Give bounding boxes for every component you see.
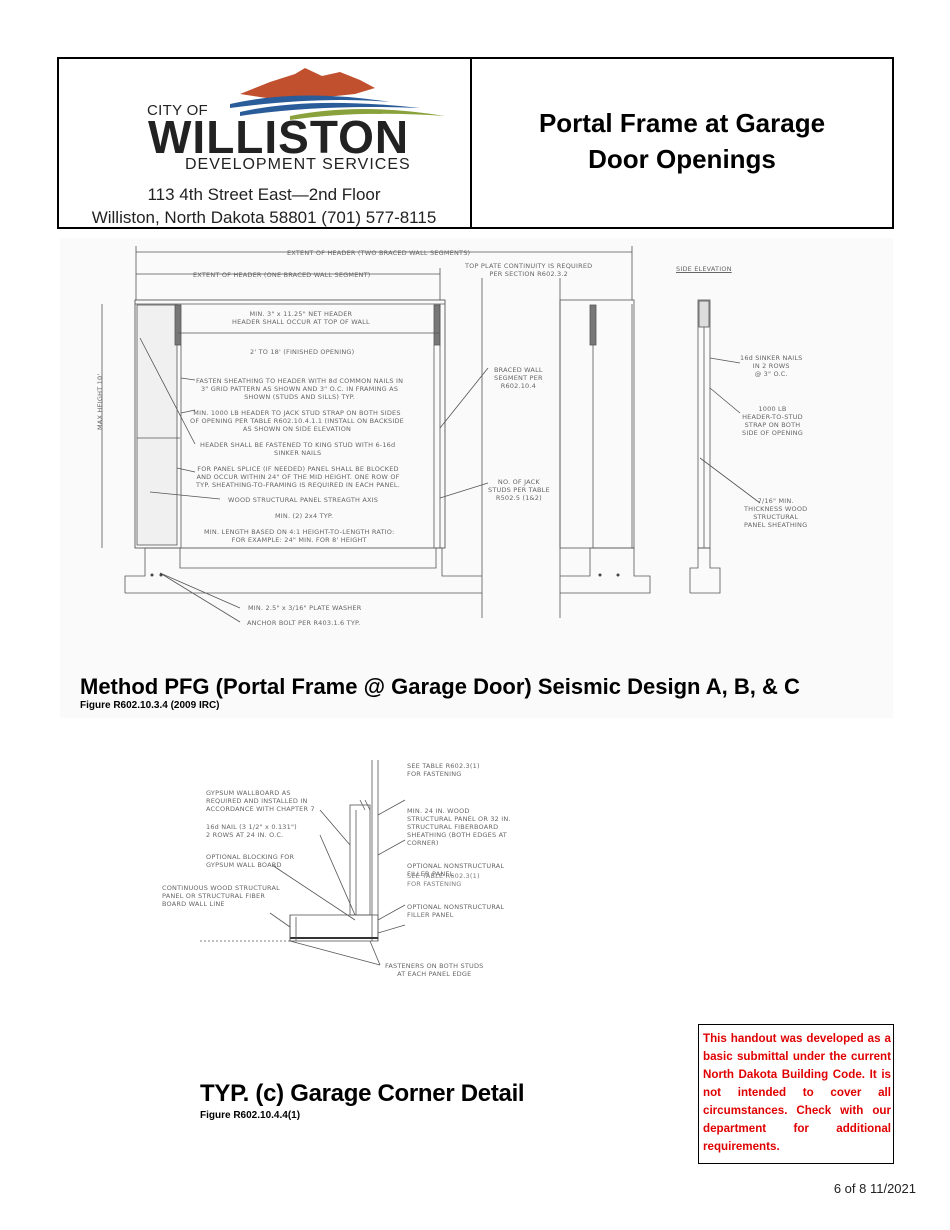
- label-jack-studs: NO. OF JACK STUDS PER TABLE R502.5 (1&2): [488, 478, 550, 502]
- label-strap: 1000 LB HEADER-TO-STUD STRAP ON BOTH SID…: [742, 405, 803, 437]
- label-opening: 2' TO 18' (FINISHED OPENING): [250, 348, 355, 356]
- label-gypsum: GYPSUM WALLBOARD AS REQUIRED AND INSTALL…: [206, 789, 315, 813]
- label-min-length: MIN. LENGTH BASED ON 4:1 HEIGHT-TO-LENGT…: [204, 528, 395, 544]
- garage-corner-drawing: [200, 760, 406, 966]
- label-panel-splice: FOR PANEL SPLICE (IF NEEDED) PANEL SHALL…: [196, 465, 401, 489]
- mountain-logo-icon: [230, 68, 445, 120]
- label-16d-nail: 16d NAIL (3 1/2" x 0.131") 2 ROWS AT 24 …: [206, 823, 297, 839]
- label-extent-two: EXTENT OF HEADER (TWO BRACED WALL SEGMEN…: [287, 249, 471, 257]
- label-fasteners: FASTENERS ON BOTH STUDS AT EACH PANEL ED…: [385, 962, 484, 978]
- notice-text: This handout was developed as a basic su…: [703, 1032, 891, 1153]
- figure2-title: TYP. (c) Garage Corner Detail: [200, 1080, 525, 1107]
- label-min-header: MIN. 3" x 11.25" NET HEADER HEADER SHALL…: [232, 310, 370, 326]
- title-line-2: Door Openings: [588, 144, 776, 174]
- page-number: 6 of 8 11/2021: [833, 1181, 916, 1196]
- portal-frame-drawing: [101, 246, 761, 623]
- page-title: Portal Frame at Garage Door Openings: [472, 105, 892, 177]
- label-side-elevation: SIDE ELEVATION: [676, 265, 732, 273]
- label-extent-one: EXTENT OF HEADER (ONE BRACED WALL SEGMEN…: [193, 271, 371, 279]
- label-strength-axis: WOOD STRUCTURAL PANEL STREAGTH AXIS: [228, 496, 379, 504]
- label-plate-washer: MIN. 2.5" x 3/16" PLATE WASHER: [248, 604, 362, 612]
- label-sheathing: 7/16" MIN. THICKNESS WOOD STRUCTURAL PAN…: [744, 497, 808, 529]
- label-min-1000: MIN. 1000 LB HEADER TO JACK STUD STRAP O…: [190, 409, 404, 433]
- logo-department: DEVELOPMENT SERVICES: [185, 156, 411, 173]
- label-anchor-bolt: ANCHOR BOLT PER R403.1.6 TYP.: [247, 619, 361, 627]
- label-min-2x4: MIN. (2) 2x4 TYP.: [275, 512, 334, 520]
- address-line-2: Williston, North Dakota 58801 (701) 577-…: [91, 208, 437, 227]
- notice-box: This handout was developed as a basic su…: [698, 1024, 894, 1164]
- label-min-24: MIN. 24 IN. WOOD STRUCTURAL PANEL OR 32 …: [407, 807, 511, 847]
- label-see-table-2: SEE TABLE R602.3(1) FOR FASTENING: [407, 872, 480, 888]
- city-logo: CITY OF WILLISTON DEVELOPMENT SERVICES 1…: [60, 60, 468, 228]
- figure1-title: Method PFG (Portal Frame @ Garage Door) …: [80, 674, 800, 699]
- label-see-table: SEE TABLE R602.3(1) FOR FASTENING: [407, 762, 480, 778]
- figure1-subtitle: Figure R602.10.3.4 (2009 IRC): [80, 700, 220, 711]
- title-line-1: Portal Frame at Garage: [538, 108, 826, 138]
- figure2-subtitle: Figure R602.10.4.4(1): [200, 1110, 301, 1121]
- label-nonstructural-1: OPTIONAL NONSTRUCTURAL FILLER PANEL: [407, 862, 505, 878]
- label-braced-wall: BRACED WALL SEGMENT PER R602.10.4: [494, 366, 543, 390]
- address-line-1: 113 4th Street East—2nd Floor: [147, 185, 381, 204]
- logo-city-name: WILLISTON: [148, 111, 410, 163]
- figure1-background: [60, 238, 893, 718]
- label-king-stud: HEADER SHALL BE FASTENED TO KING STUD WI…: [200, 441, 396, 457]
- label-optional-blocking: OPTIONAL BLOCKING FOR GYPSUM WALL BOARD: [206, 853, 295, 869]
- label-sinker-nails: 16d SINKER NAILS IN 2 ROWS @ 3" O.C.: [740, 354, 803, 378]
- logo-city-of: CITY OF: [147, 102, 208, 119]
- label-continuous-panel: CONTINUOUS WOOD STRUCTURAL PANEL OR STRU…: [162, 884, 280, 908]
- label-max-height: MAX HEIGHT 10': [96, 373, 104, 430]
- label-nonstructural-2: OPTIONAL NONSTRUCTURAL FILLER PANEL: [407, 903, 505, 919]
- label-top-plate: TOP PLATE CONTINUITY IS REQUIRED PER SEC…: [465, 262, 593, 278]
- header-divider: [470, 57, 472, 229]
- label-fasten-sheathing: FASTEN SHEATHING TO HEADER WITH 8d COMMO…: [196, 377, 404, 401]
- header-box: [57, 57, 894, 229]
